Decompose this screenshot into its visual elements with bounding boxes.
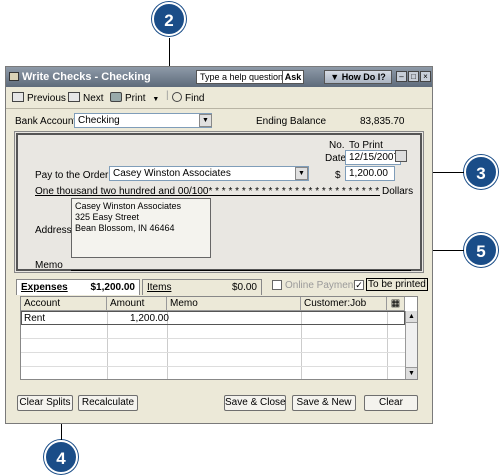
column-divider [167,311,168,379]
chevron-down-icon[interactable]: ▼ [152,96,160,103]
table-row[interactable]: Rent 1,200.00 [21,311,405,325]
next-button[interactable]: Next [68,92,104,104]
clear-button[interactable]: Clear [364,395,418,411]
print-button[interactable]: Print ▼ [110,92,159,104]
printer-icon [110,92,122,102]
address-line-2: 325 Easy Street [75,212,140,222]
window-title: Write Checks - Checking [22,71,151,83]
dollar-sign: $ [335,170,341,181]
tab-expenses[interactable]: Expenses $1,200.00 [16,279,140,295]
chevron-down-icon: ▼ [330,72,342,82]
row-amount[interactable]: 1,200.00 [130,313,169,324]
pay-to-order-label: Pay to the Order of [35,170,120,181]
clear-splits-button[interactable]: Clear Splits [17,395,73,411]
close-icon[interactable]: × [420,71,431,82]
help-question-input[interactable]: Type a help question [196,70,284,84]
maximize-icon[interactable]: □ [408,71,419,82]
find-button[interactable]: Find [172,92,204,104]
table-row[interactable] [21,325,405,339]
callout-5: 5 [464,233,498,267]
table-row[interactable] [21,339,405,353]
check-number-label: No. [329,140,345,151]
column-divider [107,311,108,379]
grid-settings-icon[interactable]: ▦ [387,297,405,311]
title-bar: Write Checks - Checking Type a help ques… [6,67,432,87]
row-account[interactable]: Rent [24,313,46,324]
previous-icon [12,92,24,102]
column-divider [301,311,302,379]
chevron-down-icon[interactable]: ▼ [295,167,308,180]
online-payment-label: Online Payment [285,280,357,291]
chevron-down-icon[interactable]: ▼ [199,114,212,127]
ask-button[interactable]: Ask [282,70,304,84]
address-label: Address [35,225,72,236]
expenses-grid: Account Amount Memo Customer:Job ▦ Rent … [20,296,418,380]
column-header-account[interactable]: Account [21,297,107,311]
to-be-printed-label: To be printed [366,278,428,291]
callout-4: 4 [44,440,78,474]
calendar-icon[interactable] [395,150,407,162]
previous-button[interactable]: Previous [12,92,66,104]
window-icon [9,72,19,81]
date-label: Date [325,153,347,164]
next-icon [68,92,80,102]
scroll-down-icon[interactable]: ▼ [406,367,417,379]
save-close-button[interactable]: Save & Close [224,395,286,411]
to-be-printed-checkbox[interactable]: ✓ [354,280,364,290]
memo-field[interactable] [71,270,411,271]
amount-field[interactable]: 1,200.00 [345,166,395,181]
payee-field[interactable]: Casey Winston Associates [109,166,309,181]
address-box[interactable]: Casey Winston Associates 325 Easy Street… [71,198,211,258]
minimize-icon[interactable]: – [396,71,407,82]
recalculate-button[interactable]: Recalculate [78,395,138,411]
save-new-button[interactable]: Save & New [292,395,356,411]
dollars-label: Dollars [382,186,414,197]
write-checks-window: Write Checks - Checking Type a help ques… [5,66,433,424]
toolbar-separator: | [166,90,169,101]
toolbar: Previous Next Print ▼ | Find [6,87,432,109]
table-row[interactable] [21,353,405,367]
amount-in-words: One thousand two hundred and 00/100* * *… [35,186,380,197]
ending-balance-label: Ending Balance [256,116,327,127]
scroll-up-icon[interactable]: ▲ [406,311,417,323]
memo-label: Memo [35,260,63,271]
column-header-memo[interactable]: Memo [167,297,301,311]
grid-scrollbar[interactable]: ▲ ▼ [405,311,417,379]
column-header-amount[interactable]: Amount [107,297,167,311]
column-header-customer-job[interactable]: Customer:Job [301,297,387,311]
tabs: Expenses $1,200.00 Items $0.00 [14,279,426,295]
check-number-value[interactable]: To Print [349,140,383,151]
address-line-3: Bean Blossom, IN 46464 [75,223,175,233]
tab-items[interactable]: Items $0.00 [142,279,262,295]
online-payment-checkbox[interactable] [272,280,282,290]
check-form: No. To Print Date 12/15/2007 Pay to the … [14,131,424,273]
bank-account-label: Bank Account [15,116,77,127]
find-icon [172,92,182,102]
address-line-1: Casey Winston Associates [75,201,182,211]
callout-2: 2 [152,2,186,36]
ending-balance-value: 83,835.70 [360,116,405,127]
bank-account-select[interactable]: Checking [74,113,212,128]
callout-3: 3 [464,155,498,189]
date-field[interactable]: 12/15/2007 [345,150,401,165]
column-divider [387,311,388,379]
how-do-i-button[interactable]: ▼ How Do I? [324,70,392,84]
